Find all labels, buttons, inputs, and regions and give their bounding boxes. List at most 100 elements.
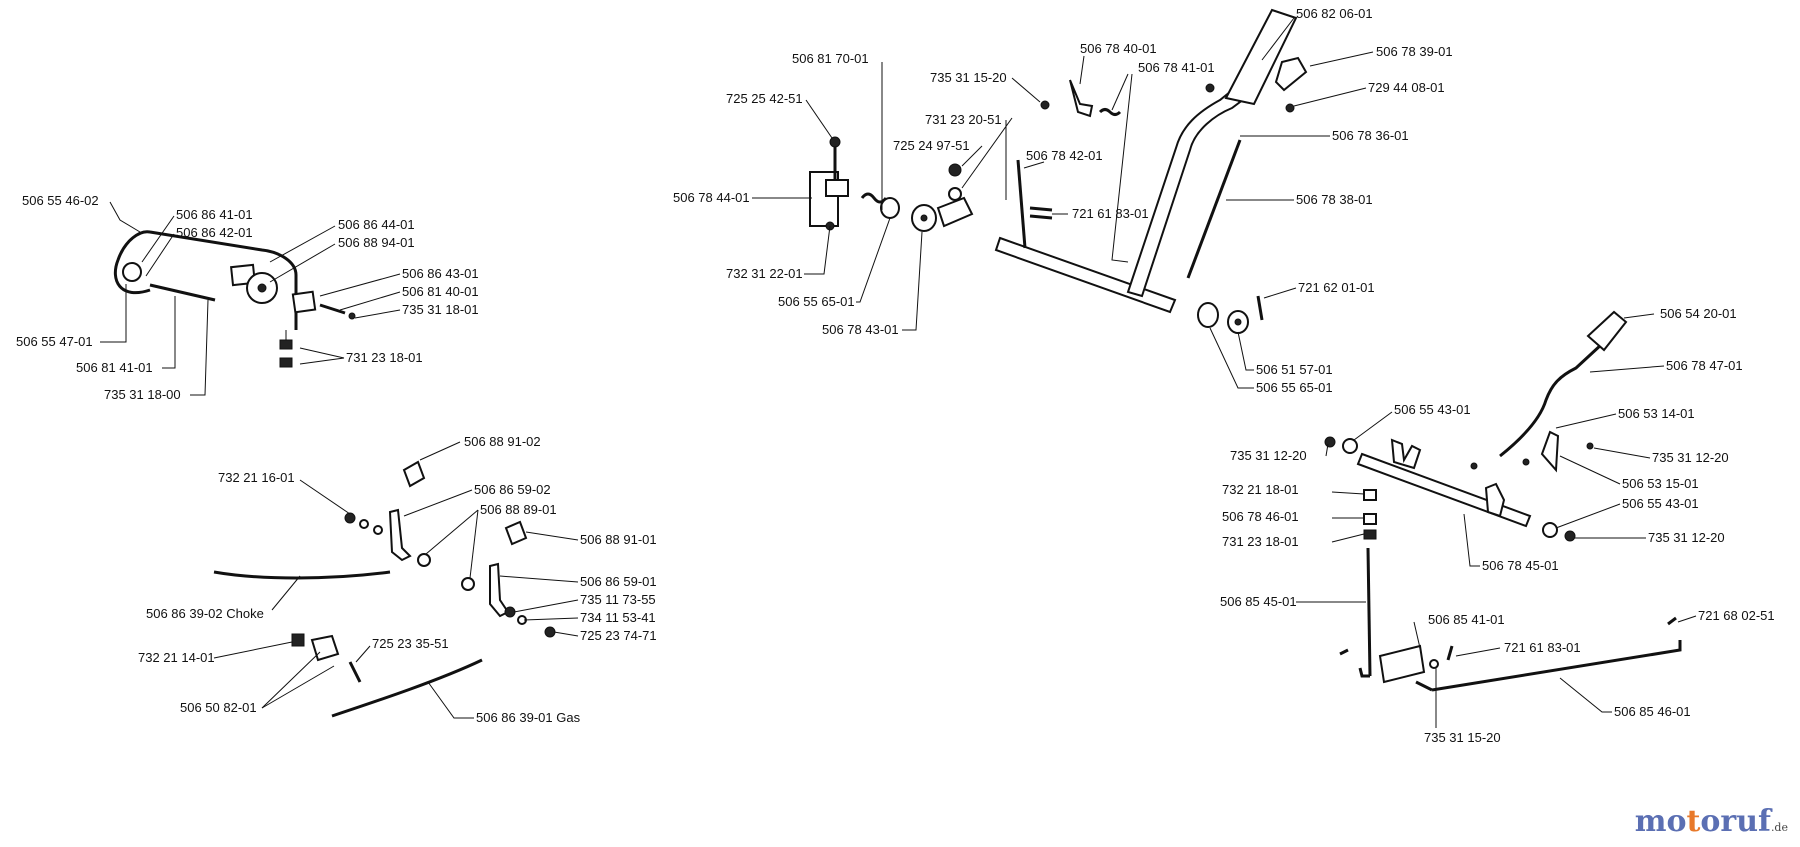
leader	[1555, 503, 1621, 529]
part-label: 506 78 44-01	[673, 190, 750, 205]
part-label: 735 31 18-00	[104, 387, 181, 402]
nut-part	[291, 633, 305, 647]
leader	[1559, 455, 1621, 485]
rod-clip-part	[1339, 648, 1349, 656]
pin-part	[1016, 159, 1027, 249]
logo-part: t	[1686, 804, 1701, 839]
knob2-part	[504, 520, 528, 546]
spring2-part	[1098, 108, 1122, 116]
part-label: 735 31 18-01	[402, 302, 479, 317]
clip4-part	[1667, 616, 1677, 626]
leader	[1593, 447, 1651, 459]
nut-part	[279, 339, 293, 350]
leader	[1589, 365, 1665, 373]
nut2-part	[279, 357, 293, 368]
washer4-part	[504, 606, 516, 618]
part-label: 506 78 47-01	[1666, 358, 1743, 373]
leader	[269, 243, 336, 283]
part-label: 506 78 45-01	[1482, 558, 1559, 573]
part-label: 506 54 20-01	[1660, 306, 1737, 321]
part-label: 506 86 43-01	[402, 266, 479, 281]
leader	[902, 231, 923, 331]
leader	[1237, 331, 1254, 371]
leader	[1325, 443, 1329, 457]
part-label: 731 23 20-51	[925, 112, 1002, 127]
part-label: 506 51 57-01	[1256, 362, 1333, 377]
shaft-part	[1356, 452, 1532, 528]
part-label: 506 55 47-01	[16, 334, 93, 349]
bushing-part	[880, 197, 900, 219]
part-label: 735 31 15-20	[1424, 730, 1501, 745]
leader	[523, 617, 579, 621]
small-lever-part	[1540, 430, 1560, 473]
leader	[162, 296, 176, 369]
logo-part: o	[1700, 804, 1721, 839]
bolt-head	[829, 136, 841, 148]
part-label: 506 81 41-01	[76, 360, 153, 375]
part-label: 506 81 70-01	[792, 51, 869, 66]
clip3-part	[1586, 442, 1594, 450]
part-label: 725 25 42-51	[726, 91, 803, 106]
leader	[1079, 55, 1085, 85]
belt-part	[113, 230, 298, 330]
part-label: 506 78 39-01	[1376, 44, 1453, 59]
part-label: 506 86 59-01	[580, 574, 657, 589]
brand-logo: motoruf.de	[1635, 804, 1788, 839]
bushing2-part	[1542, 522, 1558, 538]
leader	[1455, 647, 1501, 657]
leader	[419, 441, 461, 461]
small-pulley-part	[122, 262, 142, 282]
leader	[1331, 491, 1365, 495]
part-label: 735 31 12-20	[1648, 530, 1725, 545]
screw-part	[1205, 83, 1215, 93]
part-label: 732 21 16-01	[218, 470, 295, 485]
pin3-part	[1029, 214, 1053, 220]
group-drive-assembly: 506 54 20-01 506 78 47-01 506 55 43-01 5…	[1220, 306, 1775, 745]
washer-hole	[1234, 318, 1242, 326]
leader	[961, 117, 1013, 189]
leader	[299, 357, 345, 365]
leader	[299, 479, 351, 515]
screw-head	[544, 626, 556, 638]
leader	[269, 225, 336, 263]
grip-part	[1224, 8, 1298, 106]
bushing-hole	[920, 214, 928, 222]
leader	[141, 215, 175, 263]
leader	[190, 299, 209, 396]
washer-part	[348, 312, 356, 320]
clip2-part	[1522, 458, 1530, 466]
nut-part	[1363, 489, 1377, 501]
bracket-boss	[825, 179, 849, 197]
leader	[427, 681, 474, 719]
leader	[425, 509, 479, 555]
gas-cable-part	[331, 658, 483, 718]
leader	[1555, 413, 1617, 429]
leader	[1111, 73, 1129, 111]
part-label: 732 21 14-01	[138, 650, 215, 665]
leader	[469, 509, 479, 579]
nut2-part	[1363, 529, 1377, 540]
long-rod-end-part	[1415, 680, 1433, 692]
bearing-part	[1197, 302, 1219, 328]
part-label: 506 86 44-01	[338, 217, 415, 232]
part-label: 506 86 39-01 Gas	[476, 710, 581, 725]
part-label: 506 88 91-02	[464, 434, 541, 449]
rod-part	[1186, 139, 1242, 279]
part-label: 506 53 14-01	[1618, 406, 1695, 421]
part-label: 506 88 94-01	[338, 235, 415, 250]
screw2-part	[1285, 103, 1295, 113]
bushing2-part	[461, 577, 475, 591]
bracket-part	[809, 171, 839, 227]
leader	[961, 145, 983, 167]
part-label: 721 61 83-01	[1072, 206, 1149, 221]
part-label: 729 44 08-01	[1368, 80, 1445, 95]
part-label: 721 68 02-51	[1698, 608, 1775, 623]
washer3-part	[1429, 659, 1439, 669]
part-label: 506 82 06-01	[1296, 6, 1373, 21]
long-lever-part	[1499, 342, 1604, 458]
part-label: 735 31 12-20	[1230, 448, 1307, 463]
plate2-part	[291, 290, 317, 314]
part-label: 731 23 18-01	[1222, 534, 1299, 549]
part-label: 721 62 01-01	[1298, 280, 1375, 295]
part-label: 506 85 41-01	[1428, 612, 1505, 627]
